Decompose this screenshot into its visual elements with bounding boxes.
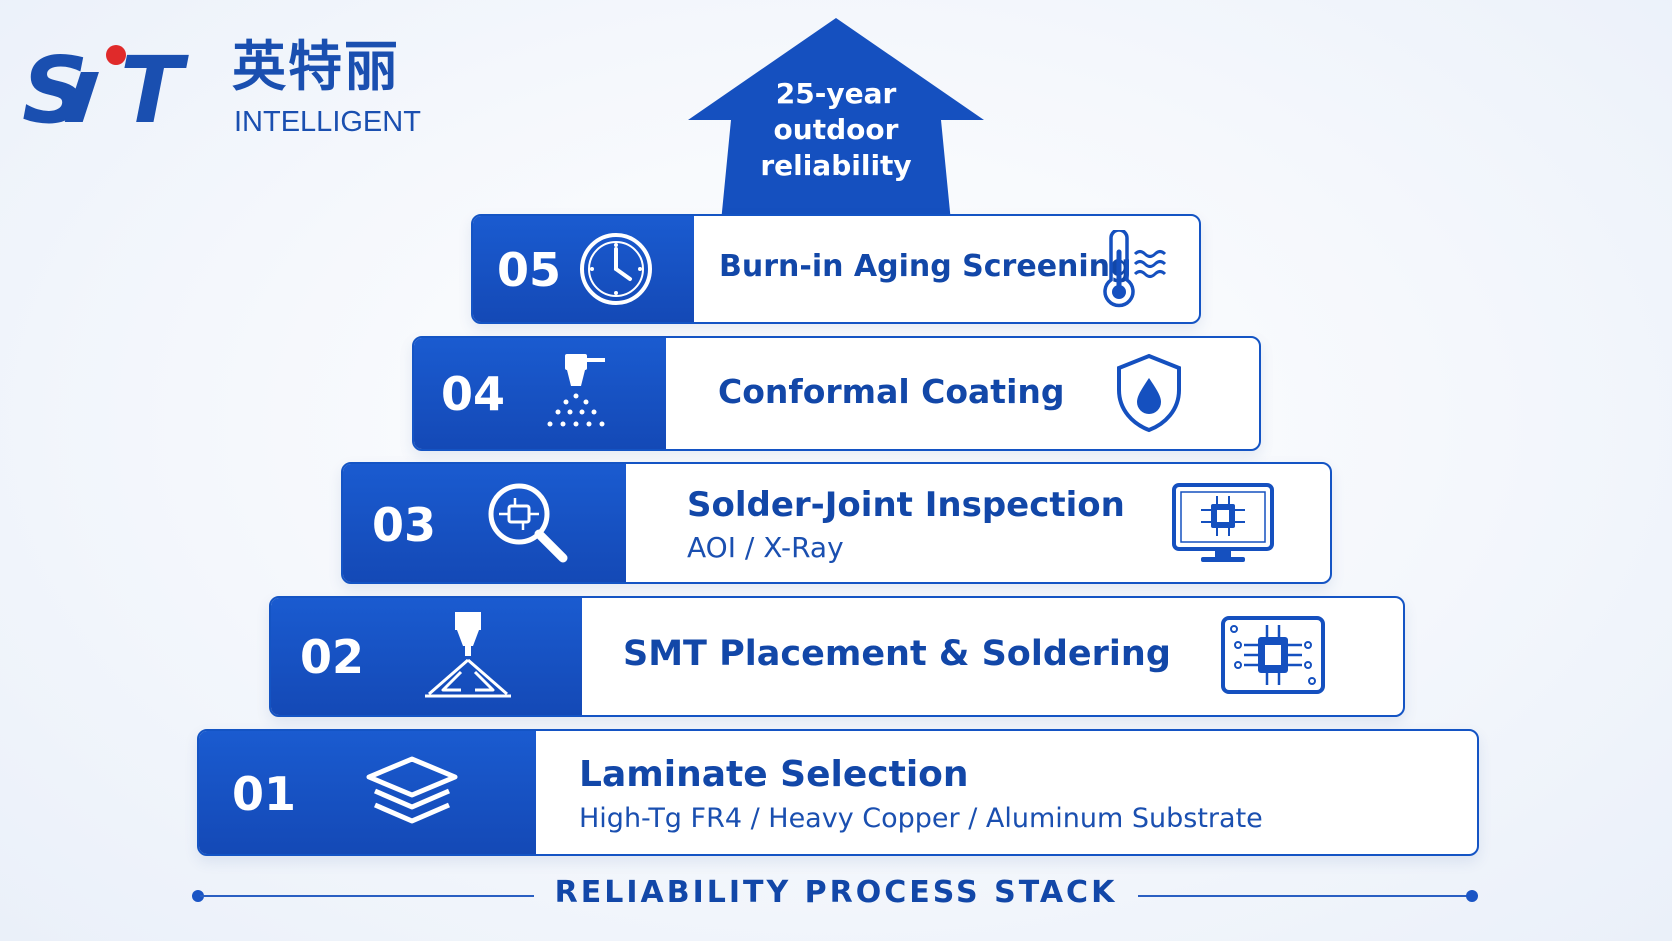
step-number-panel xyxy=(414,338,666,449)
arrow-label-line: reliability xyxy=(760,149,912,182)
step-subtitle: AOI / X-Ray xyxy=(687,531,844,564)
step-card: 01 Laminate Selection High-Tg FR4 / Heav… xyxy=(197,729,1479,856)
step-number-panel xyxy=(199,731,536,854)
footer-left-dot xyxy=(192,890,204,902)
step-number: 02 xyxy=(300,630,365,684)
spray-nozzle-icon xyxy=(547,354,605,427)
footer-left-line xyxy=(200,895,534,897)
step-card: 02 SMT Placement & Soldering xyxy=(269,596,1405,717)
footer-label: RELIABILITY PROCESS STACK xyxy=(554,875,1118,910)
step-title: SMT Placement & Soldering xyxy=(623,634,1171,674)
step-title: Conformal Coating xyxy=(718,372,1065,411)
step-number-panel xyxy=(343,464,626,582)
step-title: Laminate Selection xyxy=(579,754,969,795)
step-number: 03 xyxy=(372,498,437,552)
step-card: 03 Solder-Joint Inspection AOI / X-Ray xyxy=(341,462,1332,584)
sit-logo-mark: S T xyxy=(22,38,189,128)
arrow-label-line: 25-year xyxy=(775,77,897,110)
step-card: 04 Conformal Coating xyxy=(412,336,1261,451)
logo-chinese-name: 英特丽 xyxy=(232,35,400,98)
shield-drop-icon xyxy=(1117,353,1181,433)
arrow-label-line: outdoor xyxy=(773,113,899,146)
step-subtitle: High-Tg FR4 / Heavy Copper / Aluminum Su… xyxy=(579,803,1263,834)
step-number: 05 xyxy=(497,243,562,297)
arrow-label: 25-year outdoor reliability xyxy=(716,76,956,184)
logo-english-name: INTELLIGENT xyxy=(234,106,421,138)
monitor-chip-icon xyxy=(1172,483,1274,562)
step-card: 05 Burn-in Aging Screening xyxy=(471,214,1201,324)
thermometer-heat-icon xyxy=(1103,230,1167,308)
chip-board-icon xyxy=(1221,616,1325,694)
step-title: Burn-in Aging Screening xyxy=(719,249,1132,284)
clock-icon xyxy=(580,233,652,305)
solder-nozzle-icon xyxy=(425,612,511,698)
step-title: Solder-Joint Inspection xyxy=(687,485,1125,525)
footer-right-line xyxy=(1138,895,1472,897)
company-logo: S T 英特丽 INTELLIGENT xyxy=(20,35,421,138)
svg-text:T: T xyxy=(120,38,189,128)
step-number: 01 xyxy=(232,767,297,821)
layers-icon xyxy=(366,756,458,824)
footer-right-dot xyxy=(1466,890,1478,902)
magnifier-chip-icon xyxy=(488,483,568,563)
step-number: 04 xyxy=(441,367,506,421)
